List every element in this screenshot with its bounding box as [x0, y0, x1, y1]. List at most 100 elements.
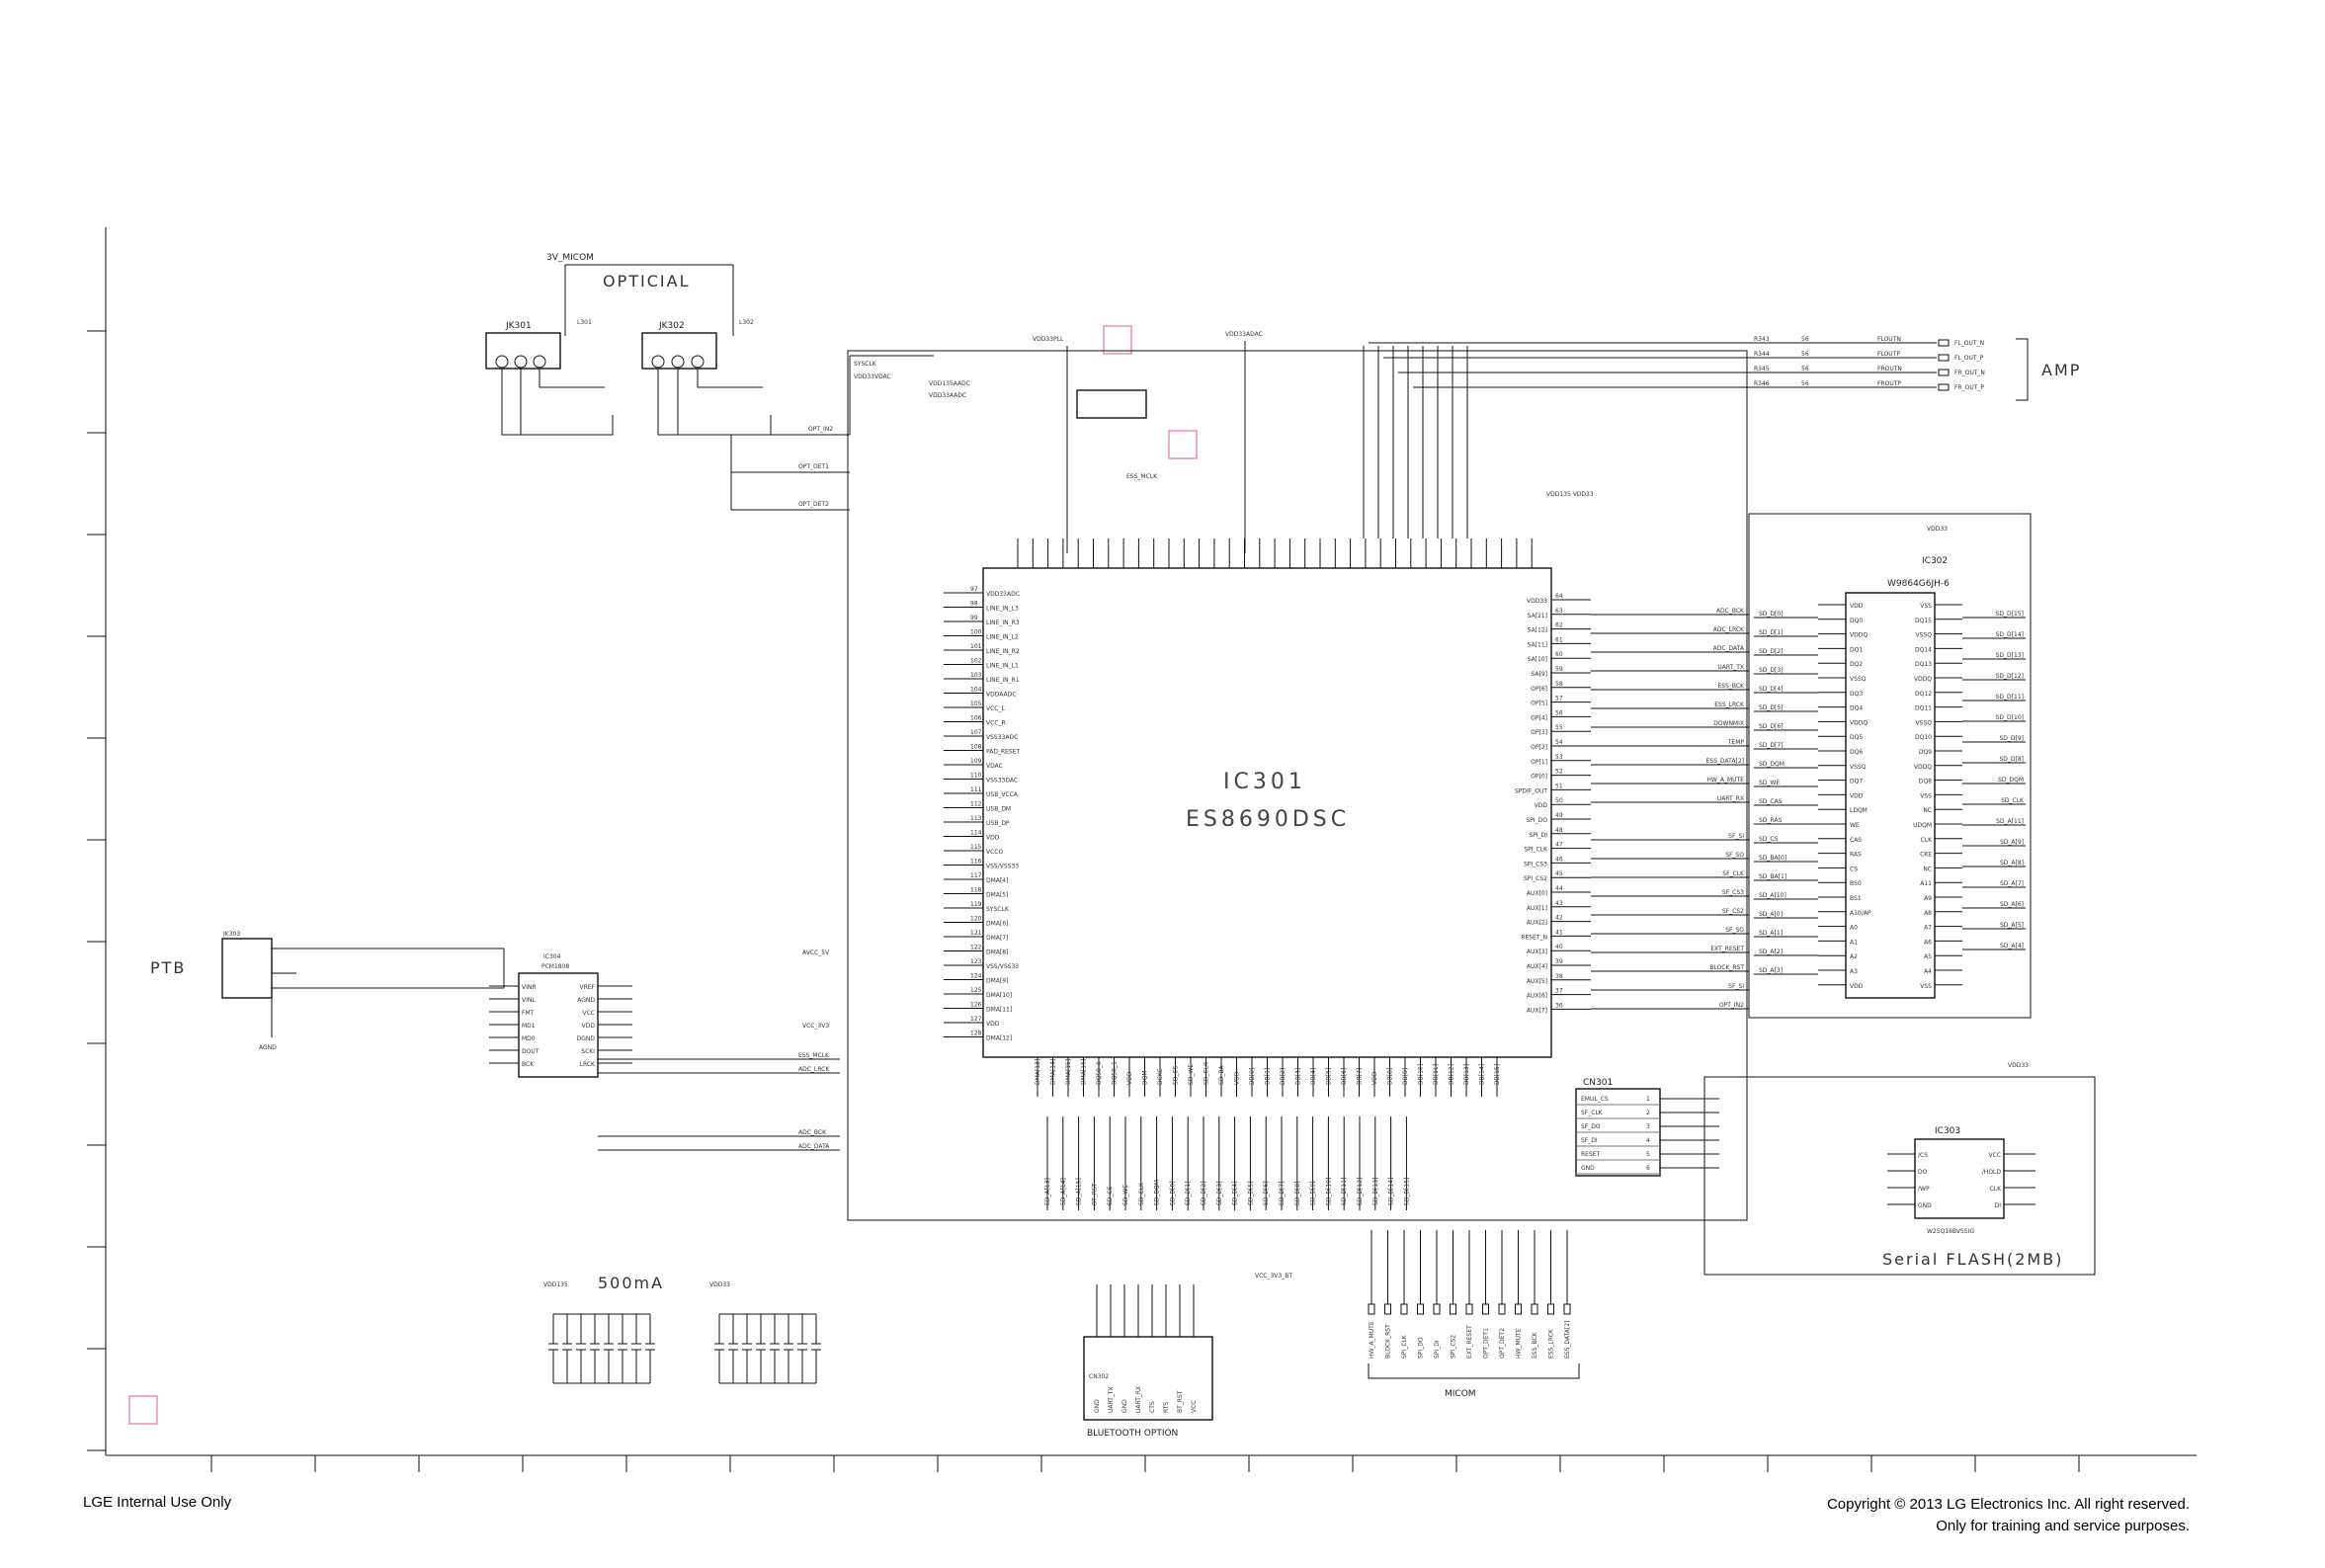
ic302-net-label: SD_DQM [1998, 777, 2024, 784]
amp-connector [1938, 354, 1950, 362]
ic301-pin-num: 119 [970, 901, 982, 908]
ic301-pin-name: DMA[7] [986, 935, 1008, 942]
vdd135-vdd33-label: VDD135 VDD33 [1546, 491, 1594, 498]
footer-copyright-line2: Only for training and service purposes. [1936, 1518, 2190, 1534]
bottom-net-label: SD_A[13] [1044, 1178, 1051, 1205]
vcc3v3-label: VCC_3V3 [802, 1023, 829, 1030]
amp-resistor-value: 56 [1801, 336, 1809, 343]
ic302-net-label: SD_D[11] [1996, 694, 2024, 701]
ic301-pin-num: 105 [970, 701, 982, 707]
ic302-pin-name: A10/AP [1850, 910, 1871, 917]
ic301-bottom-pin-name: SD_WE [1188, 1064, 1195, 1085]
bottom-net-label: SD_D[7] [1279, 1181, 1286, 1205]
ic304-net-label: ADC_DATA [798, 1143, 830, 1150]
bottom-net-label: SD_D[2] [1201, 1181, 1207, 1205]
cn302-pin-name: VCC [1191, 1401, 1198, 1413]
cn302-pin-name: RTS [1163, 1402, 1170, 1413]
optical-section: 3V_MICOM OPTICIAL L301 L302 JK301 JK302 … [485, 253, 934, 511]
ic302-net-label: SD_D[3] [1759, 667, 1784, 674]
ic301-pin-num: 115 [970, 844, 982, 851]
ic301-pin-num: 54 [1555, 739, 1563, 746]
ic301-pin-name: VDDAADC [986, 692, 1016, 699]
ic301-pin-name: LINE_IN_L2 [986, 634, 1019, 641]
ic301-bottom-pin-name: DB[5] [1326, 1068, 1333, 1085]
micom-connector [1433, 1303, 1441, 1315]
ic301-pin-num: 62 [1555, 622, 1563, 629]
amp-connector [1938, 339, 1950, 347]
ic301-pin-num: 39 [1555, 958, 1563, 965]
ic301-net-label: ESS_BCK [1717, 683, 1745, 690]
vdd135-label: VDD135 [543, 1281, 568, 1288]
ic301-bottom-pin-name: DB[15] [1494, 1064, 1501, 1085]
ic301-pin-name: VDD [1535, 802, 1548, 809]
ic301-net-label: HW_A_MUTE [1706, 777, 1744, 784]
micom-net-label: SPI_DI [1434, 1340, 1441, 1359]
ic302-pin-name: BS0 [1850, 880, 1862, 887]
ic302-pin-name: RAS [1850, 852, 1862, 859]
ic303-body [1914, 1138, 2005, 1219]
micom-connector [1384, 1303, 1391, 1315]
ic301-pin-name: DMA[12] [986, 1035, 1012, 1042]
ic302-pin-name: CLK [1921, 837, 1934, 844]
ic301-pin-name: VSS33ADC [986, 734, 1018, 741]
pink-marker-3 [128, 1395, 158, 1425]
cn302-pin-name: UART_RX [1135, 1386, 1142, 1413]
ic301-pin-num: 58 [1555, 681, 1563, 688]
ic301-pin-num: 51 [1555, 783, 1563, 789]
micom-connector [1547, 1303, 1554, 1315]
ic301-pin-num: 111 [970, 786, 982, 793]
ic301-bottom-pin-name: DB[2] [1280, 1068, 1287, 1085]
ic301-bottom-pin-name: DCKE [1157, 1068, 1164, 1085]
ic302-net-label: SD_D[8] [1999, 756, 2024, 763]
amp-label: AMP [2041, 361, 2081, 379]
ic301-pin-name: VCC_L [986, 705, 1005, 712]
ic301-pin-num: 109 [970, 758, 982, 765]
micom-net-label: EXT_RESET [1466, 1325, 1473, 1359]
ic301-pin-name: AUX[5] [1527, 978, 1547, 985]
amp-pin: FLOUTP [1877, 351, 1900, 358]
micom-connector [1368, 1303, 1375, 1315]
jk301-label: JK301 [505, 321, 532, 331]
ic302-pin-name: VDDQ [1850, 632, 1868, 639]
ic301-pin-name: PAD_RESET [986, 749, 1021, 756]
ic301-pin-name: USB_DM [986, 806, 1011, 813]
ic301-bottom-pin-name: SD_CS [1173, 1065, 1180, 1085]
ic303-part: W25Q16BVSSIG [1927, 1228, 1974, 1235]
ic302-pin-name: VSS [1920, 983, 1932, 990]
ic301-net-label: ESS_DATA[2] [1706, 758, 1744, 765]
cn301-pin-num: 2 [1646, 1110, 1650, 1116]
ic301-pin-num: 59 [1555, 666, 1563, 673]
ic302-pin-name: DQ5 [1850, 734, 1863, 741]
ic302-pin-name: CAS [1850, 837, 1862, 844]
ic304-pin-name: MD1 [522, 1023, 536, 1030]
ic302-net-label: SD_A[1] [1759, 930, 1783, 937]
cn301-pin-num: 3 [1646, 1123, 1650, 1130]
ic301-pin-name: VDD33 [1527, 598, 1547, 605]
ic301-net-label: SF_SI [1728, 833, 1744, 840]
footer-copyright: Copyright © 2013 LG Electronics Inc. All… [1827, 1494, 2190, 1537]
ic301-pin-num: 38 [1555, 973, 1563, 980]
ic301-pin-name: OP[4] [1531, 714, 1547, 721]
ic301-pin-name: DMA[10] [986, 992, 1012, 999]
ic302-net-label: SD_WE [1759, 780, 1780, 786]
ic301-pin-name: AUX[0] [1527, 890, 1547, 897]
ic302-pin-name: VSSQ [1916, 632, 1933, 639]
ic301-pin-name: AUX[2] [1527, 920, 1547, 927]
ic302-pin-name: VDD [1850, 792, 1864, 799]
ic301-bottom-pin-name: SD_BA [1218, 1064, 1225, 1085]
ic301-pin-num: 122 [970, 945, 982, 951]
bottom-net-label: BT_RST [1091, 1183, 1098, 1205]
vdd33-label-bl: VDD33 [709, 1281, 730, 1288]
ic301-bottom-pin-name: DQM [1142, 1070, 1149, 1085]
ic301-bottom-pin-name: DB[13] [1463, 1064, 1470, 1085]
ic303-pin-name: DI [1995, 1202, 2002, 1209]
amp-connector [1938, 369, 1950, 376]
cn301-ref: CN301 [1583, 1078, 1613, 1088]
ic304-ref: IC304 [543, 953, 561, 960]
ic301-pin-num: 49 [1555, 812, 1563, 819]
ic301-pin-num: 37 [1555, 988, 1563, 995]
ptb-label: PTB [150, 958, 186, 977]
ic301-pin-name: SPI_CS3 [1524, 861, 1547, 867]
